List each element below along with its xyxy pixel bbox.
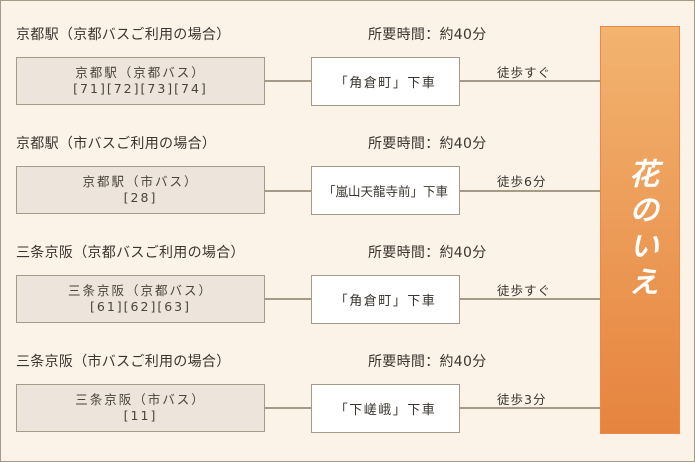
walk-line [460,190,600,192]
travel-time: 所要時間：約40分 [368,27,487,43]
destination-logo: 花のいえ [623,158,658,302]
walk-line [460,80,600,82]
travel-time: 所要時間：約40分 [368,354,487,370]
route-title: 三条京阪（市バスご利用の場合） [16,354,231,370]
connector-line [265,298,311,300]
stop-box: 「角倉町」下車 [311,57,460,106]
origin-station: 三条京阪（市バス） [75,392,206,407]
travel-time: 所要時間：約40分 [368,136,487,152]
stop-box: 「下嵯峨」下車 [311,384,460,433]
bus-numbers: [61][62][63] [90,299,191,314]
walk-time: 徒歩6分 [497,174,547,189]
walk-time: 徒歩すぐ [497,65,552,80]
bus-numbers: [11] [123,408,158,423]
walk-line [460,298,600,300]
stop-box: 「角倉町」下車 [311,275,460,324]
route-title: 京都駅（市バスご利用の場合） [16,136,217,152]
bus-numbers: [28] [123,190,158,205]
origin-station: 三条京阪（京都バス） [67,283,213,298]
origin-box: 三条京阪（京都バス） [61][62][63] [16,275,265,323]
connector-line [265,407,311,409]
origin-box: 京都駅（市バス） [28] [16,166,265,214]
bus-numbers: [71][72][73][74] [73,81,208,96]
origin-box: 三条京阪（市バス） [11] [16,384,265,432]
origin-station: 京都駅（市バス） [82,174,199,189]
walk-line [460,407,600,409]
connector-line [265,190,311,192]
origin-station: 京都駅（京都バス） [75,65,206,80]
walk-time: 徒歩3分 [497,392,547,407]
connector-line [265,80,311,82]
route-title: 三条京阪（京都バスご利用の場合） [16,245,245,261]
stop-box: 「嵐山天龍寺前」下車 [311,166,460,215]
origin-box: 京都駅（京都バス） [71][72][73][74] [16,57,265,105]
travel-time: 所要時間：約40分 [368,245,487,261]
route-title: 京都駅（京都バスご利用の場合） [16,27,231,43]
destination-block: 花のいえ [600,26,680,434]
walk-time: 徒歩すぐ [497,283,552,298]
